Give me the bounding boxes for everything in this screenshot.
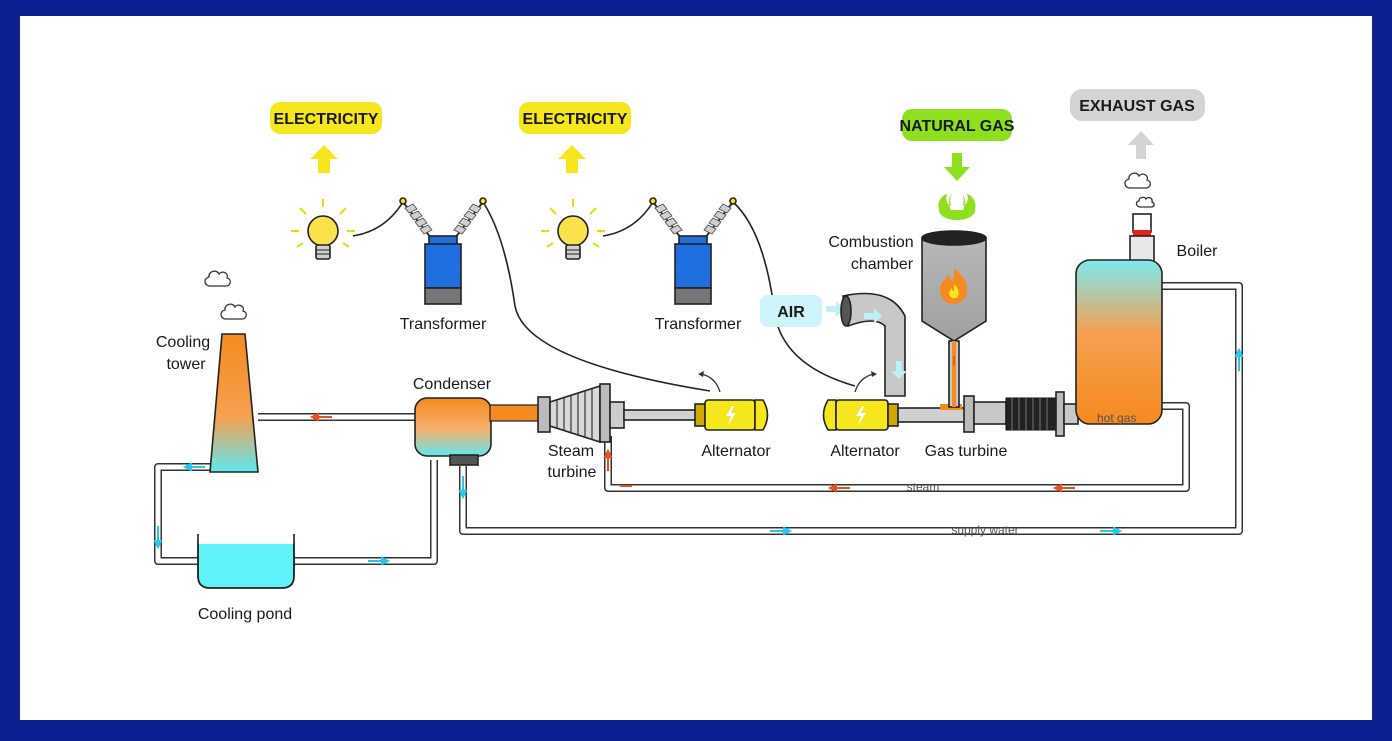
lightning-icon bbox=[856, 406, 866, 425]
transformer-1 bbox=[399, 197, 487, 305]
light-bulb-icon bbox=[541, 199, 605, 260]
condenser bbox=[414, 397, 492, 466]
exhaust-gas-label: EXHAUST GAS bbox=[1079, 98, 1195, 115]
electricity-pill-1: ELECTRICITY bbox=[270, 102, 382, 173]
electricity-pill-2: ELECTRICITY bbox=[519, 102, 631, 173]
steam-turbine bbox=[537, 383, 705, 444]
alternator-label-2: Alternator bbox=[830, 443, 900, 460]
exhaust-duct bbox=[489, 404, 541, 422]
lightning-icon bbox=[726, 406, 736, 425]
cooling-pond bbox=[197, 534, 295, 589]
electricity-label-2: ELECTRICITY bbox=[523, 111, 628, 128]
steam-turbine-label-2: turbine bbox=[548, 464, 597, 481]
combustion-chamber bbox=[921, 230, 987, 408]
up-arrow-icon bbox=[310, 145, 338, 173]
down-arrow-icon bbox=[944, 153, 970, 181]
cooling-pond-label: Cooling pond bbox=[198, 606, 292, 623]
right-arrow-icon bbox=[826, 301, 844, 317]
natural-gas-pill: NATURAL GAS bbox=[900, 109, 1015, 220]
air-label: AIR bbox=[777, 304, 805, 321]
steam-turbine-label-1: Steam bbox=[548, 443, 594, 460]
supply-water-label: supply water bbox=[951, 523, 1018, 537]
gas-turbine-label: Gas turbine bbox=[925, 443, 1008, 460]
alternator-1 bbox=[694, 371, 769, 431]
diagram-frame: ELECTRICITY ELECTRICITY NATURAL GAS EXHA… bbox=[20, 16, 1372, 720]
transformer-label-1: Transformer bbox=[400, 316, 487, 333]
boiler bbox=[1075, 213, 1163, 425]
condenser-label: Condenser bbox=[413, 376, 492, 393]
up-arrow-icon bbox=[1128, 131, 1154, 159]
cooling-tower-label-2: tower bbox=[166, 356, 206, 373]
steam-cloud-icon bbox=[204, 270, 247, 320]
alternator-2 bbox=[822, 371, 899, 431]
alternator-label-1: Alternator bbox=[701, 443, 771, 460]
electricity-label-1: ELECTRICITY bbox=[274, 111, 379, 128]
combustion-chamber-label-2: chamber bbox=[851, 256, 914, 273]
steam-cloud-icon bbox=[1124, 172, 1155, 208]
power-plant-diagram: ELECTRICITY ELECTRICITY NATURAL GAS EXHA… bbox=[153, 89, 1244, 623]
cooling-tower-label-1: Cooling bbox=[156, 334, 210, 351]
hot-gas-label: hot gas bbox=[1097, 411, 1136, 425]
exhaust-gas-pill: EXHAUST GAS bbox=[1070, 89, 1205, 159]
gas-turbine bbox=[840, 292, 1094, 437]
transformer-2 bbox=[649, 197, 737, 305]
up-arrow-icon bbox=[558, 145, 586, 173]
cooling-tower bbox=[209, 333, 259, 473]
steam-pipe-label: steam bbox=[907, 480, 940, 494]
transformer-label-2: Transformer bbox=[655, 316, 742, 333]
air-pill: AIR bbox=[760, 295, 844, 327]
gas-flame-icon bbox=[938, 188, 976, 220]
combustion-chamber-label-1: Combustion bbox=[828, 234, 913, 251]
light-bulb-icon bbox=[291, 199, 355, 260]
boiler-label: Boiler bbox=[1177, 243, 1219, 260]
natural-gas-label: NATURAL GAS bbox=[900, 118, 1015, 135]
fire-icon bbox=[940, 268, 968, 304]
